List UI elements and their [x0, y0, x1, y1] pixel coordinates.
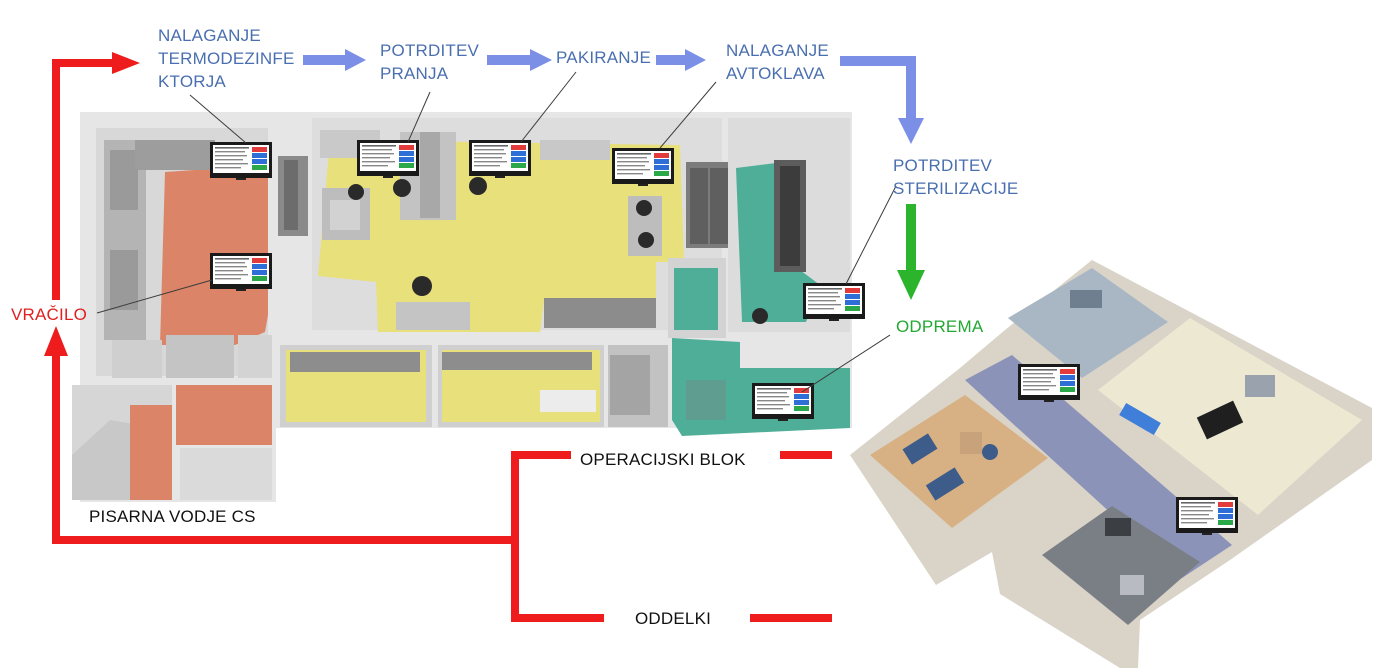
step-label-avtoklava: AVTOKLAVA [726, 64, 825, 83]
step-label-potrditev-sterilizacije: POTRDITEV [893, 156, 993, 175]
computer-monitor-icon [1176, 497, 1238, 535]
computer-monitor-icon [210, 142, 272, 180]
step-label-nalaganje-avtoklava: NALAGANJE [726, 41, 829, 60]
destination-oddelki: ODDELKI [635, 609, 712, 628]
computer-monitor-icon [357, 140, 419, 178]
computer-monitor-icon [803, 283, 865, 321]
computer-monitor-icon [752, 383, 814, 421]
computer-monitor-icon [210, 253, 272, 291]
floor-plan-operating-block [850, 260, 1372, 668]
pointer-lines [96, 71, 897, 393]
step-label-sterilizacije: STERILIZACIJE [893, 179, 1019, 198]
destination-operacijski-blok: OPERACIJSKI BLOK [580, 450, 746, 469]
step-label-vracilo: VRAČILO [11, 305, 88, 324]
computer-monitor-icon [612, 148, 674, 186]
step-label-pranja: PRANJA [380, 64, 449, 83]
step-label-nalaganje: NALAGANJE [158, 26, 261, 45]
flow-arrows [44, 49, 925, 622]
room-label-pisarna: PISARNA VODJE CS [89, 507, 256, 526]
floor-purple-corridor [965, 355, 1232, 578]
step-label-potrditev: POTRDITEV [380, 41, 480, 60]
step-label-odprema: ODPREMA [896, 317, 984, 336]
step-label-ktorja: KTORJA [158, 72, 226, 91]
step-label-pakiranje: PAKIRANJE [556, 48, 652, 67]
step-label-termodezinfektor: TERMODEZINFE [158, 49, 295, 68]
computer-monitor-icon [469, 140, 531, 178]
computer-monitor-icon [1018, 364, 1080, 402]
floor-plan-cs [72, 112, 865, 502]
